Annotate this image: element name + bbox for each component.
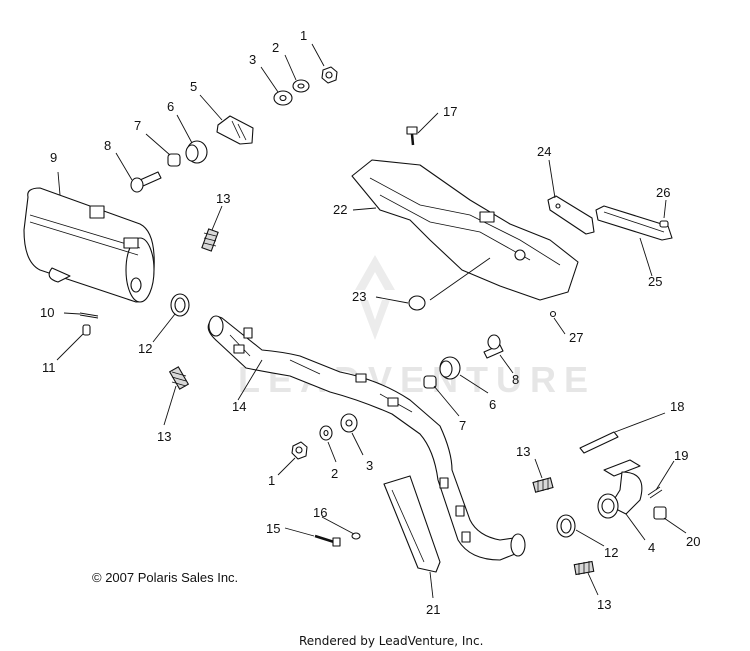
callout-25: 25 (648, 274, 662, 289)
bracket-25 (595, 205, 673, 241)
callout-26: 26 (656, 185, 670, 200)
callout-labels: 1 2 3 5 6 7 8 9 13 17 22 24 26 25 23 27 … (40, 28, 700, 617)
nut-1-lower (291, 441, 308, 460)
bolt-15 (314, 534, 341, 547)
spring-13-right-lower (573, 560, 595, 576)
callout-8-top: 8 (104, 138, 111, 153)
washer-3-lower (340, 413, 358, 433)
flange-4 (597, 459, 643, 519)
callout-3-top: 3 (249, 52, 256, 67)
washer-27 (549, 310, 557, 318)
callout-15: 15 (266, 521, 280, 536)
head-pipe-14 (207, 315, 526, 561)
callout-6-mid: 6 (489, 397, 496, 412)
callout-11: 11 (42, 360, 56, 375)
clip-20 (653, 506, 667, 520)
callout-12-left: 12 (138, 341, 152, 356)
bushing-7-top (167, 153, 181, 167)
muffler-9 (23, 187, 155, 303)
callout-1-top: 1 (300, 28, 307, 43)
spring-13-left (168, 366, 190, 390)
heat-shield-21 (383, 475, 441, 573)
nut-1-top (321, 66, 338, 84)
callout-1-lower: 1 (268, 473, 275, 488)
spring-13-upper (201, 228, 219, 252)
callout-8-mid: 8 (512, 372, 519, 387)
heat-shield-22 (351, 159, 579, 301)
callout-17: 17 (443, 104, 457, 119)
callout-10: 10 (40, 305, 54, 320)
callout-6-top: 6 (167, 99, 174, 114)
spring-19 (647, 486, 663, 499)
bushing-7-mid (423, 375, 437, 389)
callout-2-lower: 2 (331, 466, 338, 481)
callout-14: 14 (232, 399, 246, 414)
callout-18: 18 (670, 399, 684, 414)
callout-19: 19 (674, 448, 688, 463)
leader-lines (56, 43, 687, 599)
rendered-by-footer: Rendered by LeadVenture, Inc. (299, 634, 483, 648)
washer-2-top (292, 79, 310, 93)
callout-16: 16 (313, 505, 327, 520)
seal-12-left (170, 293, 190, 317)
callout-7-mid: 7 (459, 418, 466, 433)
callout-3-lower: 3 (366, 458, 373, 473)
callout-27: 27 (569, 330, 583, 345)
copyright-notice: © 2007 Polaris Sales Inc. (92, 570, 238, 585)
plug-23 (408, 295, 426, 311)
washer-3-top (273, 90, 293, 106)
callout-22: 22 (333, 202, 347, 217)
callout-7-top: 7 (134, 118, 141, 133)
watermark-logo-icon (355, 255, 395, 340)
spring-13-right-upper (532, 477, 554, 493)
bracket-5 (216, 115, 254, 145)
clip-11 (82, 324, 91, 336)
callout-13-right-lower: 13 (597, 597, 611, 612)
callout-23: 23 (352, 289, 366, 304)
callout-9: 9 (50, 150, 57, 165)
callout-13-left: 13 (157, 429, 171, 444)
callout-24: 24 (537, 144, 551, 159)
callout-13-upper: 13 (216, 191, 230, 206)
grommet-6-top (185, 140, 208, 164)
bolt-17 (406, 126, 418, 146)
pin-8-top (130, 171, 162, 193)
callout-12-right: 12 (604, 545, 618, 560)
screw-10 (79, 312, 99, 319)
gasket-18 (579, 431, 619, 454)
screw-26 (659, 220, 669, 228)
callout-21: 21 (426, 602, 440, 617)
washer-16 (351, 532, 361, 540)
pin-8-mid (483, 334, 504, 359)
callout-2-top: 2 (272, 40, 279, 55)
callout-5: 5 (190, 79, 197, 94)
callout-20: 20 (686, 534, 700, 549)
seal-12-right (556, 514, 576, 538)
bracket-24 (547, 195, 595, 235)
callout-13-right-upper: 13 (516, 444, 530, 459)
washer-2-lower (319, 425, 333, 441)
grommet-6-mid (439, 356, 461, 380)
callout-4: 4 (648, 540, 655, 555)
